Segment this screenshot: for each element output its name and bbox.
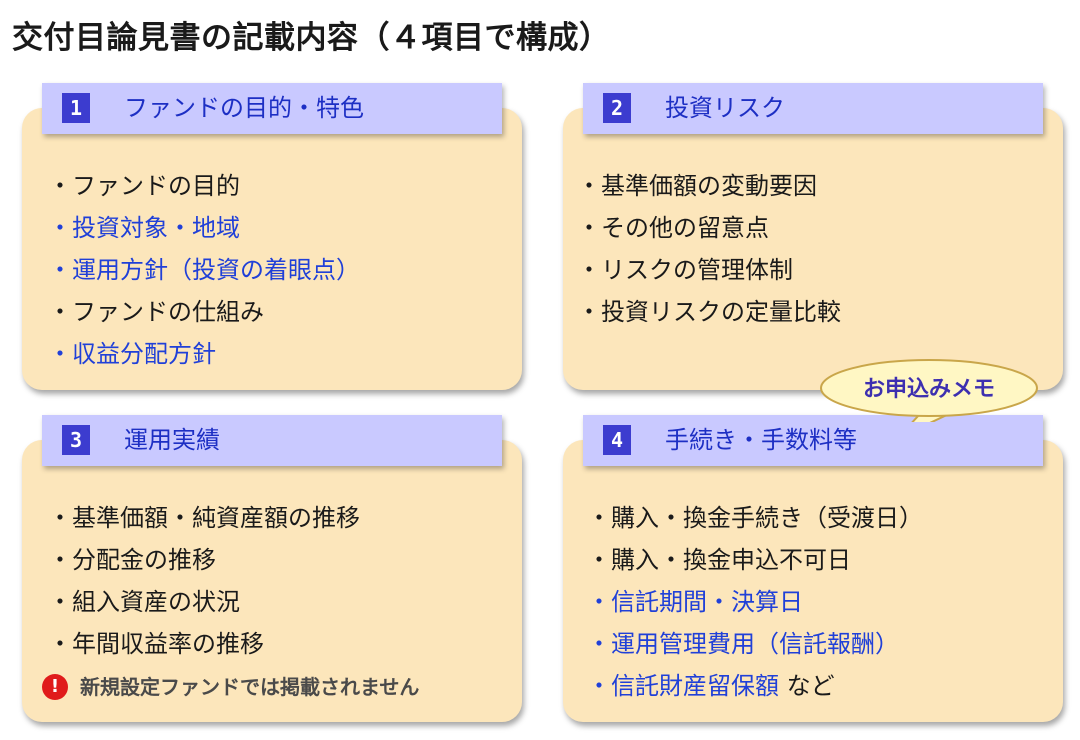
section-number-badge: 1 xyxy=(62,93,90,123)
section-title: ファンドの目的・特色 xyxy=(124,94,364,122)
list-item: ・年間収益率の推移 xyxy=(48,630,264,658)
section-number-badge: 3 xyxy=(62,425,90,455)
list-item: ・投資リスクの定量比較 xyxy=(577,298,841,326)
list-item-link[interactable]: ・収益分配方針 xyxy=(48,340,216,368)
list-item-suffix: など xyxy=(779,672,835,700)
section-header: 1 ファンドの目的・特色 xyxy=(42,83,502,134)
list-item: ・分配金の推移 xyxy=(48,546,216,574)
list-item: ・信託財産留保額 など xyxy=(587,666,923,708)
section-card-performance: 3 運用実績 ・基準価額・純資産額の推移 ・分配金の推移 ・組入資産の状況 ・年… xyxy=(22,415,522,722)
list-item: ・ファンドの仕組み xyxy=(48,298,264,326)
warning-note: ! 新規設定ファンドでは掲載されません xyxy=(42,672,419,702)
section-number-badge: 2 xyxy=(603,93,631,123)
list-item-link[interactable]: ・信託期間・決算日 xyxy=(587,588,803,616)
speech-bubble: お申込みメモ xyxy=(818,358,1080,439)
list-item: ・その他の留意点 xyxy=(577,214,769,242)
section-title: 投資リスク xyxy=(665,94,785,122)
list-item: ・購入・換金手続き（受渡日） xyxy=(587,504,923,532)
page-title: 交付目論見書の記載内容（４項目で構成） xyxy=(12,20,611,56)
list-item: ・組入資産の状況 xyxy=(48,588,240,616)
section-number-badge: 4 xyxy=(603,425,631,455)
section-item-list: ・購入・換金手続き（受渡日） ・購入・換金申込不可日 ・信託期間・決算日 ・運用… xyxy=(587,498,923,708)
section-item-list: ・ファンドの目的 ・投資対象・地域 ・運用方針（投資の着眼点） ・ファンドの仕組… xyxy=(48,166,360,376)
section-title: 手続き・手数料等 xyxy=(665,426,857,454)
section-header: 3 運用実績 xyxy=(42,415,502,466)
section-item-list: ・基準価額・純資産額の推移 ・分配金の推移 ・組入資産の状況 ・年間収益率の推移 xyxy=(48,498,360,666)
section-title: 運用実績 xyxy=(124,426,220,454)
list-item: ・基準価額・純資産額の推移 xyxy=(48,504,360,532)
speech-bubble-text: お申込みメモ xyxy=(862,377,995,402)
warning-note-text: 新規設定ファンドでは掲載されません xyxy=(80,675,420,699)
section-header: 4 手続き・手数料等 xyxy=(583,415,1043,466)
list-item: ・リスクの管理体制 xyxy=(577,256,793,284)
section-item-list: ・基準価額の変動要因 ・その他の留意点 ・リスクの管理体制 ・投資リスクの定量比… xyxy=(577,166,841,334)
list-item-link[interactable]: ・運用管理費用（信託報酬） xyxy=(587,630,899,658)
section-header: 2 投資リスク xyxy=(583,83,1043,134)
list-item-link[interactable]: ・運用方針（投資の着眼点） xyxy=(48,256,360,284)
list-item-link[interactable]: ・信託財産留保額 xyxy=(587,672,779,700)
list-item: ・基準価額の変動要因 xyxy=(577,172,817,200)
list-item: ・購入・換金申込不可日 xyxy=(587,546,851,574)
list-item: ・ファンドの目的 xyxy=(48,172,240,200)
section-card-investment-risk: 2 投資リスク ・基準価額の変動要因 ・その他の留意点 ・リスクの管理体制 ・投… xyxy=(563,83,1063,390)
list-item-link[interactable]: ・投資対象・地域 xyxy=(48,214,240,242)
section-card-procedures-fees: 4 手続き・手数料等 ・購入・換金手続き（受渡日） ・購入・換金申込不可日 ・信… xyxy=(563,415,1063,722)
warning-icon: ! xyxy=(42,673,68,700)
section-card-fund-purpose: 1 ファンドの目的・特色 ・ファンドの目的 ・投資対象・地域 ・運用方針（投資の… xyxy=(22,83,522,390)
